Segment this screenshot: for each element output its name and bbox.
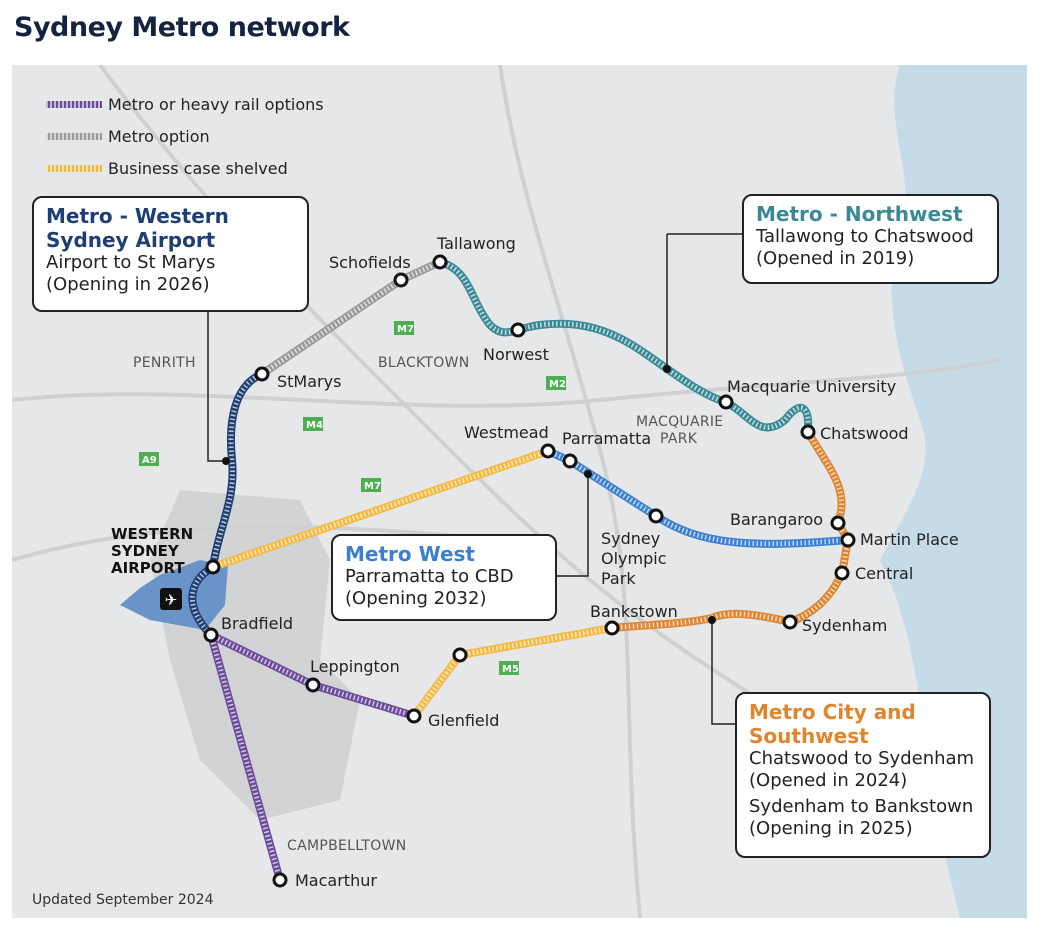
leader-wsa <box>207 312 226 462</box>
area-airport-2: SYDNEY <box>111 542 180 560</box>
station-olympic-park-3: Park <box>601 569 636 588</box>
legend-label: Metro option <box>108 126 210 146</box>
road-shield-m4: M4 <box>303 417 323 431</box>
area-penrith: PENRITH <box>133 355 196 371</box>
station-olympic-park: Sydney <box>601 529 660 548</box>
callout-text: (Opened in 2019) <box>756 248 915 269</box>
leader-csw <box>711 620 735 725</box>
area-macquarie-park-2: PARK <box>660 431 698 447</box>
legend-label: Business case shelved <box>108 158 288 178</box>
callout-text: Airport to St Marys <box>46 252 216 273</box>
station-martinplace: Martin Place <box>860 530 959 549</box>
svg-text:M5: M5 <box>502 664 519 675</box>
callout-title: Metro - Northwest <box>756 202 963 226</box>
station-chatswood: Chatswood <box>820 424 909 443</box>
road-shield-m7: M7 <box>394 321 414 335</box>
callout-text: (Opening 2032) <box>345 588 487 609</box>
callout-citysouthwest: Metro City and Southwest Chatswood to Sy… <box>735 692 991 858</box>
road-shield-a9: A9 <box>139 452 159 466</box>
leader-northwest <box>666 233 742 369</box>
station-tallawong: Tallawong <box>436 234 516 253</box>
station-glenfield: Glenfield <box>428 711 499 730</box>
area-airport: WESTERN <box>111 525 193 543</box>
page-title: Sydney Metro network <box>14 12 350 43</box>
svg-text:M4: M4 <box>306 420 323 431</box>
legend-item: Metro option <box>46 120 324 152</box>
area-campbelltown: CAMPBELLTOWN <box>287 838 406 854</box>
station-central: Central <box>855 564 913 583</box>
road-shield-m2: M2 <box>546 376 566 390</box>
station-westmead: Westmead <box>464 423 549 442</box>
area-airport-3: AIRPORT <box>111 559 185 577</box>
callout-wsa: Metro - Western Sydney Airport Airport t… <box>32 196 309 312</box>
leader-west <box>556 474 589 577</box>
svg-text:A9: A9 <box>142 455 157 466</box>
station-stmarys: StMarys <box>277 372 341 391</box>
callout-text: Sydenham to Bankstown <box>749 796 974 817</box>
station-bradfield: Bradfield <box>221 614 293 633</box>
station-schofields: Schofields <box>329 253 411 272</box>
callout-title: Metro City and Southwest <box>749 700 916 748</box>
callout-text: (Opening in 2025) <box>749 818 913 839</box>
station-sydenham: Sydenham <box>802 616 887 635</box>
station-parramatta: Parramatta <box>562 429 651 448</box>
callout-text: (Opened in 2024) <box>749 770 908 791</box>
callout-text: Parramatta to CBD <box>345 566 514 587</box>
area-blacktown: BLACKTOWN <box>378 355 470 371</box>
station-bankstown: Bankstown <box>590 602 678 621</box>
svg-text:M2: M2 <box>549 379 566 390</box>
station-macquarie: Macquarie University <box>727 377 896 396</box>
callout-text: Tallawong to Chatswood <box>756 226 974 247</box>
callout-northwest: Metro - Northwest Tallawong to Chatswood… <box>742 194 999 284</box>
station-norwest: Norwest <box>483 345 549 364</box>
station-macarthur: Macarthur <box>295 871 377 890</box>
callout-title: Metro - Western Sydney Airport <box>46 204 229 252</box>
updated-note: Updated September 2024 <box>32 892 214 908</box>
airport-icon: ✈ <box>160 588 182 610</box>
road-shield-m5: M5 <box>499 661 519 675</box>
svg-text:M7: M7 <box>397 324 414 335</box>
svg-text:✈: ✈ <box>165 591 178 609</box>
legend-label: Metro or heavy rail options <box>108 94 324 114</box>
callout-west: Metro West Parramatta to CBD (Opening 20… <box>331 534 557 621</box>
svg-text:M7: M7 <box>364 481 381 492</box>
area-macquarie-park: MACQUARIE <box>636 414 723 430</box>
legend-item: Business case shelved <box>46 152 324 184</box>
station-olympic-park-2: Olympic <box>601 549 667 568</box>
station-markers <box>203 254 856 888</box>
callout-text: (Opening in 2026) <box>46 274 210 295</box>
legend: Metro or heavy rail options Metro option… <box>46 88 324 184</box>
legend-item: Metro or heavy rail options <box>46 88 324 120</box>
callout-title: Metro West <box>345 542 475 566</box>
station-leppington: Leppington <box>310 657 400 676</box>
road-shield-m7-south: M7 <box>361 478 381 492</box>
station-barangaroo: Barangaroo <box>730 510 823 529</box>
callout-text: Chatswood to Sydenham <box>749 748 975 769</box>
